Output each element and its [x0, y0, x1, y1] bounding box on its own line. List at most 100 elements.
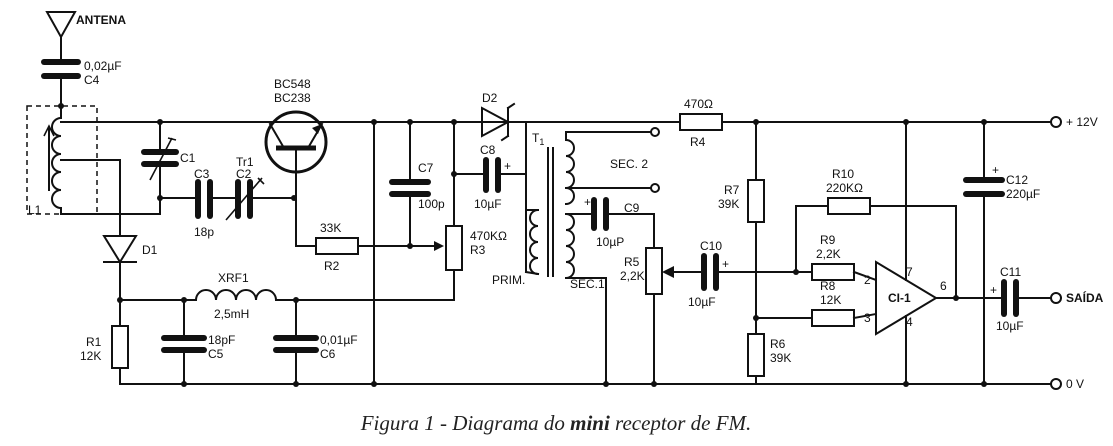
r9-ref: R9 [820, 233, 836, 247]
resistor-r10 [827, 197, 871, 215]
c6-ref: C6 [320, 347, 336, 361]
t1-sec2-label: SEC. 2 [610, 157, 648, 171]
tr1-type1: BC548 [274, 77, 311, 91]
r7-value: 39K [718, 197, 739, 211]
resistor-r5 [645, 247, 663, 295]
r6-ref: R6 [770, 337, 786, 351]
c8-ref: C8 [480, 143, 496, 157]
t1-sec1-label: SEC.1 [570, 277, 605, 291]
capacitor-c4 [41, 59, 81, 79]
zero-v-label: 0 V [1066, 377, 1084, 391]
c10-polarity: + [722, 257, 729, 271]
capacitor-c3 [195, 179, 213, 219]
ci1-pin7: 7 [906, 265, 913, 279]
c8-value: 10µF [474, 197, 502, 211]
r7-ref: R7 [724, 183, 740, 197]
capacitor-c8 [483, 157, 501, 193]
c9-ref: C9 [624, 201, 640, 215]
c11-polarity: + [990, 283, 997, 297]
resistor-r3 [445, 225, 463, 271]
ci1-pin3: 3 [864, 311, 871, 325]
d1-ref: D1 [142, 243, 158, 257]
r10-ref: R10 [832, 167, 854, 181]
resistor-r8 [811, 309, 855, 327]
xrf1-ref: XRF1 [218, 271, 249, 285]
resistor-r2 [315, 237, 359, 255]
c3-ref: C3 [194, 167, 210, 181]
r5-ref: R5 [624, 255, 640, 269]
capacitor-c9 [591, 197, 609, 231]
ci1-pin2: 2 [864, 273, 871, 287]
r8-ref: R8 [820, 279, 836, 293]
figure-caption: Figura 1 - Diagrama do mini receptor de … [360, 411, 752, 435]
c1-ref: C1 [180, 151, 196, 165]
saida-label: SAÍDA [1066, 290, 1104, 305]
transistor-tr1 [264, 110, 328, 199]
c12-ref: C12 [1006, 173, 1028, 187]
capacitor-c6 [273, 335, 319, 353]
c6-value: 0,01µF [320, 333, 358, 347]
antenna-label: ANTENA [76, 13, 126, 27]
antenna [45, 11, 77, 63]
c8-polarity: + [504, 159, 511, 173]
inductor-xrf1 [194, 289, 278, 302]
tr1-ref: Tr1 [236, 155, 254, 169]
c2-ref: C2 [236, 167, 252, 181]
c7-ref: C7 [418, 161, 434, 175]
l1-ref: L1 [28, 203, 42, 217]
capacitor-c11 [1001, 279, 1019, 317]
r1-ref: R1 [86, 335, 102, 349]
diode-d2 [481, 102, 516, 142]
c10-value: 10µF [688, 295, 716, 309]
ci1-pin4: 4 [906, 315, 913, 329]
r4-ref: R4 [690, 135, 706, 149]
c5-ref: C5 [208, 347, 224, 361]
ci1-pin6: 6 [940, 279, 947, 293]
l1-shield-box [26, 105, 98, 215]
r3-value: 470KΩ [470, 229, 507, 243]
capacitor-c10 [701, 253, 719, 291]
c11-value: 10µF [996, 319, 1024, 333]
r10-value: 220KΩ [826, 181, 863, 195]
c9-polarity: + [584, 195, 591, 209]
c10-ref: C10 [700, 239, 722, 253]
transformer-t1 [525, 121, 575, 280]
c5-value: 18pF [208, 333, 235, 347]
xrf1-value: 2,5mH [214, 307, 249, 321]
r1-value: 12K [80, 349, 101, 363]
r9-value: 2,2K [816, 247, 841, 261]
c4-ref: C4 [84, 73, 100, 87]
diode-d1 [102, 235, 138, 264]
resistor-r6 [747, 333, 765, 377]
t1-ref: T1 [532, 131, 544, 147]
capacitor-c5 [161, 335, 207, 353]
capacitor-c12 [963, 177, 1005, 197]
r6-value: 39K [770, 351, 791, 365]
c9-value: 10µP [596, 235, 624, 249]
t1-prim-label: PRIM. [492, 273, 525, 287]
r2-ref: R2 [324, 259, 340, 273]
r2-value: 33K [320, 221, 341, 235]
resistor-r1 [111, 325, 129, 369]
r3-ref: R3 [470, 243, 486, 257]
c3-value: 18p [194, 225, 214, 239]
r8-value: 12K [820, 293, 841, 307]
c7-value: 100p [418, 197, 445, 211]
resistor-r4 [679, 113, 723, 131]
resistor-r7 [747, 179, 765, 223]
resistor-r9 [811, 263, 855, 281]
ci1-ref: CI-1 [888, 291, 911, 305]
d2-ref: D2 [482, 91, 498, 105]
plus12v-label: + 12V [1066, 115, 1098, 129]
r5-value: 2,2K [620, 269, 645, 283]
r4-value: 470Ω [684, 97, 713, 111]
c11-ref: C11 [1000, 265, 1021, 279]
c4-value: 0,02µF [84, 59, 122, 73]
inductor-l1 [43, 116, 63, 210]
capacitor-c7 [389, 179, 431, 197]
tr1-type2: BC238 [274, 91, 311, 105]
c12-polarity: + [992, 163, 999, 177]
c12-value: 220µF [1006, 187, 1040, 201]
